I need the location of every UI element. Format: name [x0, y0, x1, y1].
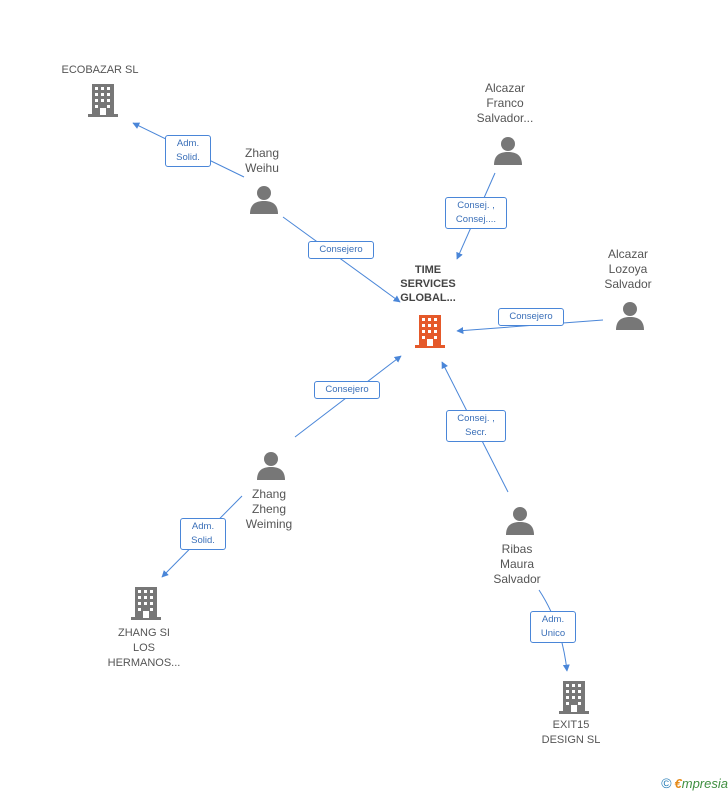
edge-weihu-center: [282, 216, 401, 303]
edge-label-line: Adm.: [191, 521, 215, 532]
brand-logo-text: mpresia: [681, 776, 728, 791]
person-icon: [616, 302, 644, 330]
node-label-time-services[interactable]: TIME SERVICES GLOBAL...: [383, 263, 473, 305]
node-label-line: ZHANG SI: [118, 627, 170, 639]
node-label-alcazar-lozoya[interactable]: Alcazar Lozoya Salvador: [585, 247, 671, 292]
person-icon: [494, 137, 522, 165]
node-label-line: LOS: [132, 642, 155, 654]
copyright-symbol: ©: [661, 775, 672, 791]
node-label-zhang-zheng[interactable]: Zhang Zheng Weiming: [229, 487, 309, 532]
edge-label-adm-solid: Adm. Solid.: [165, 135, 211, 167]
node-label-line: Alcazar: [607, 247, 648, 261]
edge-label-adm-solid: Adm. Solid.: [180, 518, 226, 550]
node-label-exit15[interactable]: EXIT15 DESIGN SL: [526, 718, 616, 748]
node-label-line: Salvador: [604, 277, 652, 291]
edge-label-consejero: Consejero: [308, 241, 374, 259]
node-label-line: ECOBAZAR SL: [61, 64, 139, 76]
edge-label-adm-unico: Adm. Unico: [530, 611, 576, 643]
edge-label-consej-secr: Consej. , Secr.: [446, 410, 506, 442]
edge-label-line: Consejero: [319, 244, 363, 255]
node-label-line: DESIGN SL: [541, 734, 601, 746]
node-label-line: Weiming: [245, 517, 293, 531]
node-label-line: Weihu: [245, 161, 279, 175]
node-label-line: SERVICES: [400, 278, 456, 290]
node-label-line: Maura: [499, 557, 534, 571]
edge-label-line: Consej. ,: [457, 200, 495, 211]
node-label-line: GLOBAL...: [400, 292, 456, 304]
node-label-zhang-weihu[interactable]: Zhang Weihu: [222, 146, 302, 176]
node-label-line: Alcazar: [484, 81, 525, 95]
building-icon: [88, 84, 118, 117]
brand-logo: ©€mpresia: [661, 775, 728, 791]
edge-label-line: Adm.: [176, 138, 200, 149]
node-label-line: Ribas: [501, 542, 533, 556]
node-label-line: EXIT15: [552, 719, 590, 731]
edge-label-line: Consejero: [325, 384, 369, 395]
building-icon: [415, 315, 445, 348]
node-label-zhang-si[interactable]: ZHANG SI LOS HERMANOS...: [98, 626, 190, 671]
edge-label-line: Secr.: [465, 427, 487, 438]
edge-label-consejero: Consejero: [498, 308, 564, 326]
node-label-line: HERMANOS...: [107, 657, 181, 669]
node-label-alcazar-franco[interactable]: Alcazar Franco Salvador...: [460, 81, 550, 126]
node-label-line: TIME: [414, 264, 442, 276]
edge-label-line: Solid.: [191, 535, 215, 546]
brand-logo-e: €: [674, 776, 682, 791]
node-label-line: Zhang: [244, 146, 280, 160]
node-label-ecobazar[interactable]: ECOBAZAR SL: [50, 63, 150, 78]
node-label-line: Zheng: [251, 502, 287, 516]
building-icon: [131, 587, 161, 620]
node-label-line: Salvador: [493, 572, 541, 586]
person-icon: [506, 507, 534, 535]
person-icon: [250, 186, 278, 214]
edge-label-consejero: Consejero: [314, 381, 380, 399]
edge-label-line: Unico: [540, 628, 566, 639]
node-label-line: Salvador...: [476, 111, 534, 125]
edge-label-line: Consej....: [455, 214, 497, 225]
node-label-line: Franco: [486, 96, 524, 110]
edge-label-consej: Consej. , Consej....: [445, 197, 507, 229]
node-label-line: Zhang: [251, 487, 287, 501]
building-icon: [559, 681, 589, 714]
node-label-line: Lozoya: [608, 262, 648, 276]
person-icon: [257, 452, 285, 480]
edge-label-line: Solid.: [176, 152, 200, 163]
edge-label-line: Adm.: [541, 614, 565, 625]
edge-label-line: Consejero: [509, 311, 553, 322]
edge-label-line: Consej. ,: [457, 413, 495, 424]
node-label-ribas-maura[interactable]: Ribas Maura Salvador: [477, 542, 557, 587]
